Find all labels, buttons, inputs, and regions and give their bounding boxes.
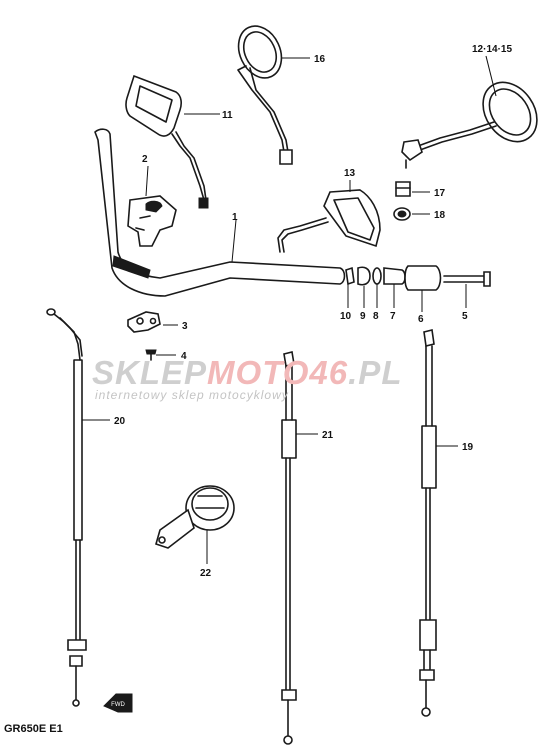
callout-12-14-15: 12·14·15 [472,44,512,55]
callout-numbers: 1 2 3 4 5 6 7 8 9 10 11 13 12·14·15 16 1… [114,44,512,579]
part-6-weight [404,265,442,291]
callout-11: 11 [222,110,233,121]
fwd-label: FWD [111,702,125,708]
watermark-part1: SKLEP [92,354,208,391]
callout-5: 5 [462,311,468,322]
cable-20 [46,308,87,707]
callout-18: 18 [434,210,446,221]
nut-17 [395,181,411,197]
callout-21: 21 [322,430,334,441]
left-mirror [125,74,209,209]
callout-16: 16 [314,54,326,65]
callout-4: 4 [181,351,187,362]
part-7-collar [383,267,406,285]
callout-10: 10 [340,311,352,322]
part-8-washer [372,267,382,285]
model-code: GR650E E1 [4,723,63,735]
watermark-part4: .PL [348,354,403,391]
callout-8: 8 [373,311,379,322]
part-9-rubber [357,266,371,286]
round-mirror-12-14-15 [401,81,538,169]
screw [145,349,157,361]
fwd-arrow: FWD [103,693,133,713]
watermark-part2: MOTO [207,354,310,391]
callout-20: 20 [114,416,126,427]
part-5-screw [483,271,491,287]
callout-17: 17 [434,188,446,199]
watermark-part3: 46 [309,354,349,391]
callout-22: 22 [200,568,212,579]
leader-lines [82,55,497,564]
right-mirror [277,189,381,253]
gauge-22 [155,485,235,549]
bar-end-assembly [345,265,491,291]
part-10-nut [345,266,355,286]
round-mirror-16 [237,25,293,165]
callout-19: 19 [462,442,474,453]
callout-6: 6 [418,314,424,325]
washer-18 [393,207,411,221]
callout-2: 2 [142,154,148,165]
callout-9: 9 [360,311,366,322]
cable-21 [281,351,297,745]
callout-13: 13 [344,168,356,179]
callout-7: 7 [390,311,396,322]
watermark-logo: SKLEPMOTO46.PL [92,354,402,392]
cable-19 [419,329,437,717]
watermark-tagline: internetowy sklep motocyklowy [95,388,289,402]
callout-3: 3 [182,321,188,332]
handlebar-clamp [127,195,177,247]
bracket [127,311,161,333]
callout-1: 1 [232,212,238,223]
handlebar [94,128,346,297]
